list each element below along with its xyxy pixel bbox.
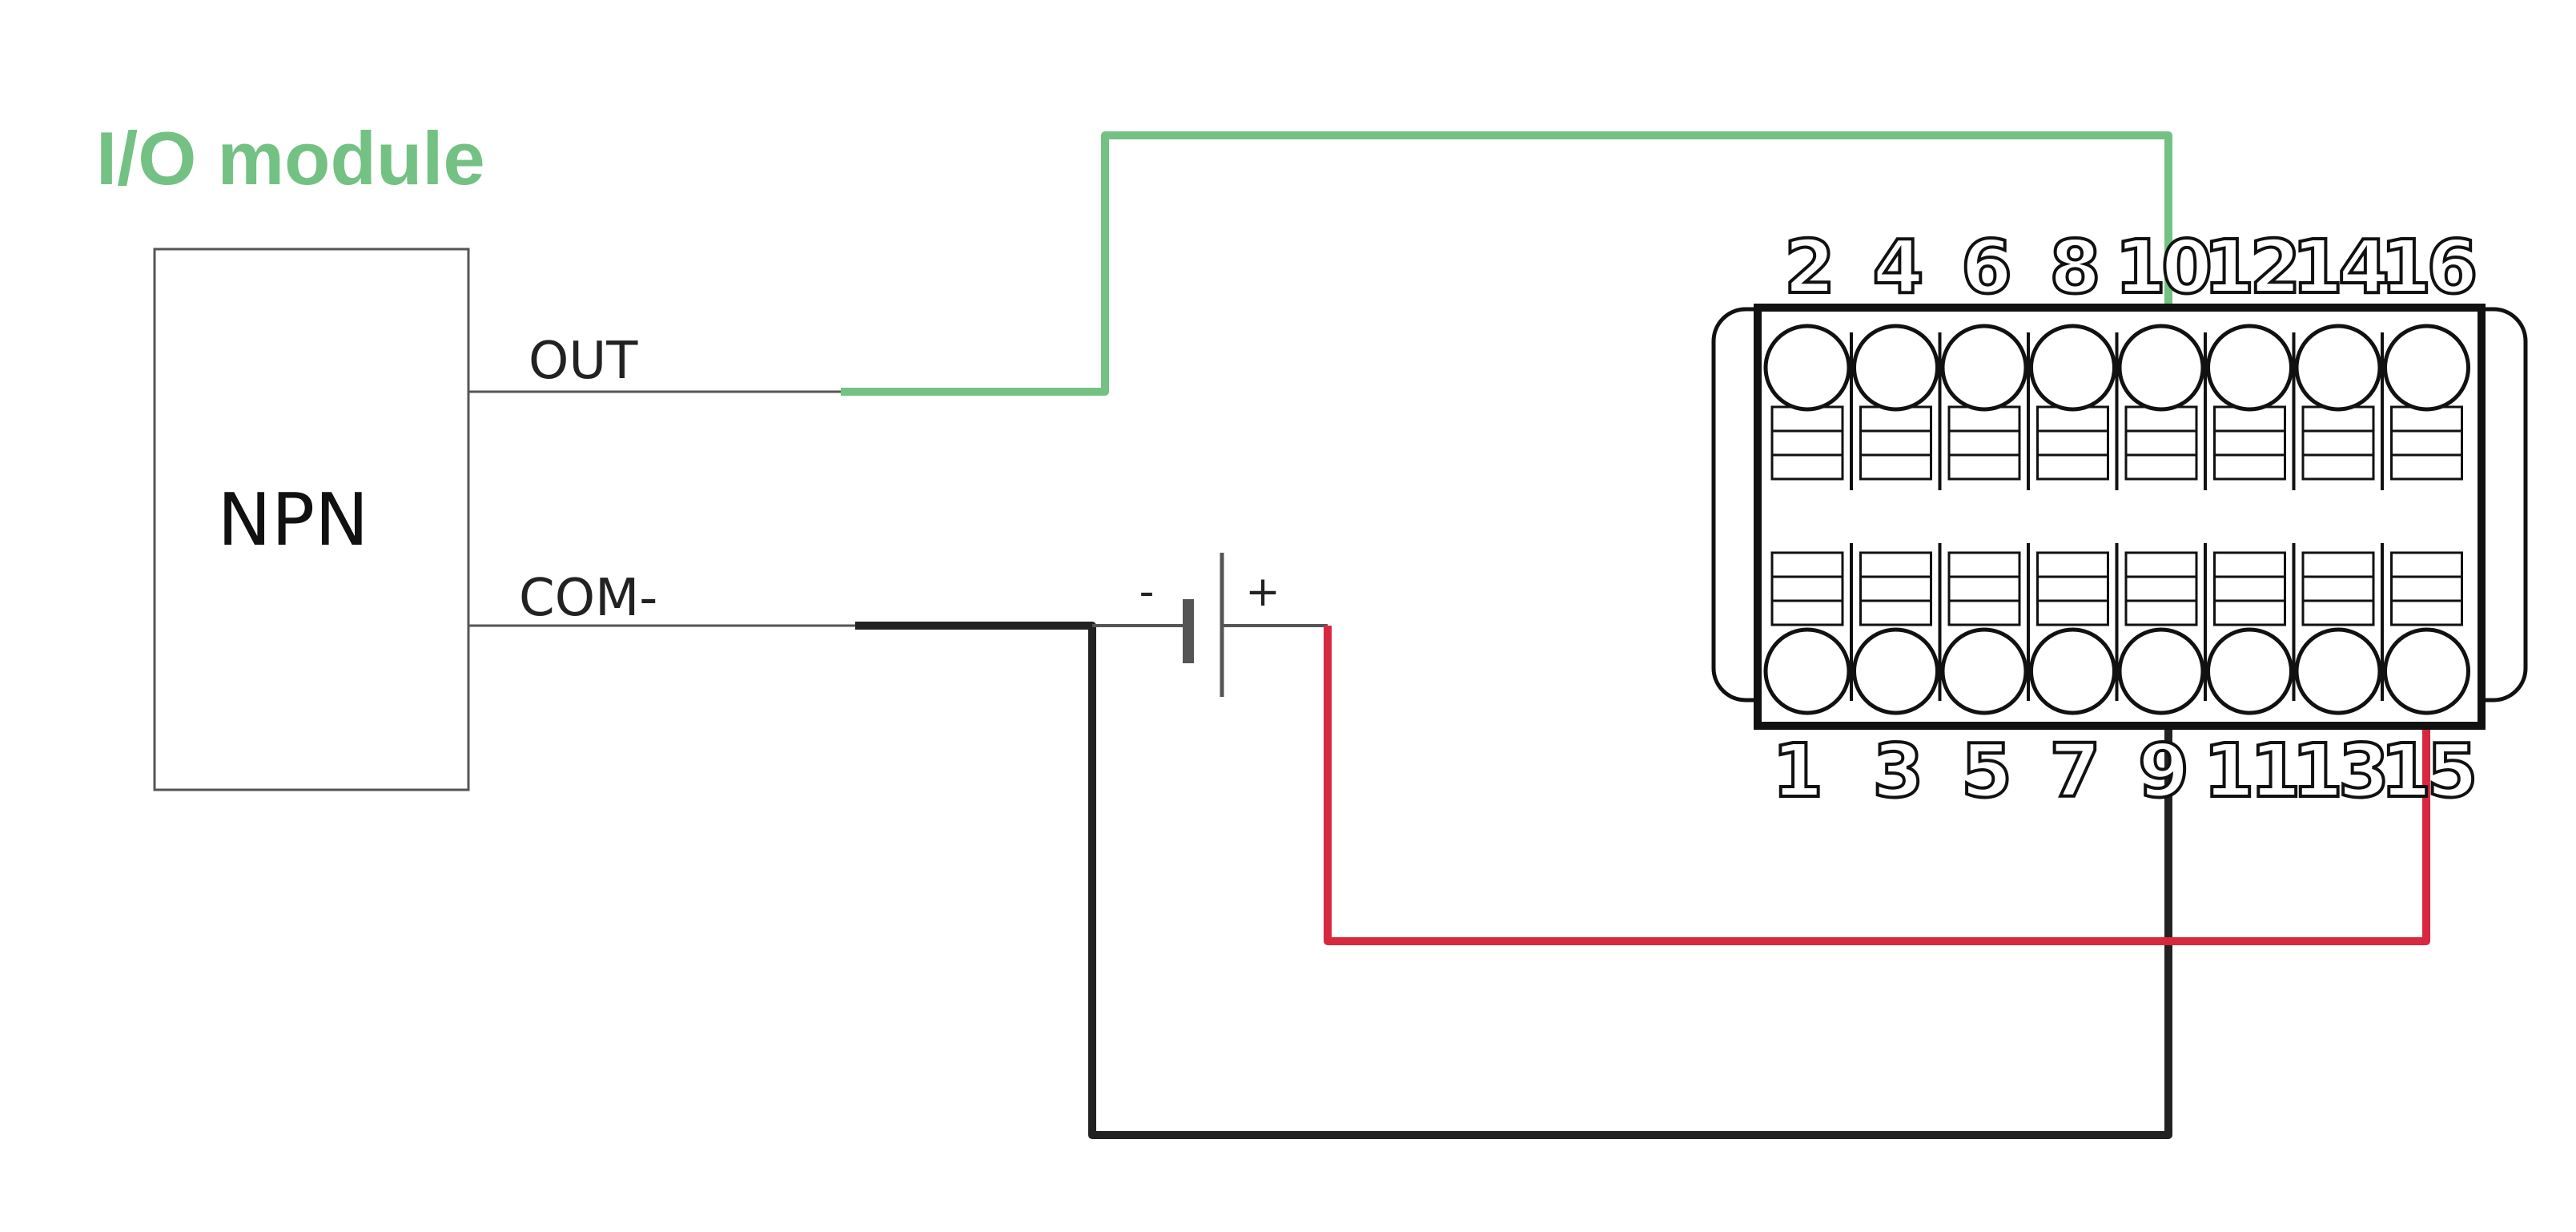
battery-symbol: - + [1092,553,1328,697]
terminal-latch-bottom [2390,551,2463,626]
npn-label: NPN [218,478,369,562]
terminal-screw-bottom [1852,627,1939,715]
terminal-latch-bottom [1947,551,2021,626]
terminal-number-bottom: 7 [2049,728,2096,814]
terminal-number-top: 12 [2203,224,2296,310]
terminal-latch-bottom [2301,551,2375,626]
terminal-number-bottom: 9 [2138,728,2185,814]
diagram-title: I/O module [96,116,485,200]
wire-green-out-to-10 [841,131,2172,396]
terminal-number-top: 2 [1784,224,1831,310]
terminal-screw-bottom [1940,627,2028,715]
terminal-number-bottom: 1 [1772,728,1818,814]
com-label: COM- [519,569,657,628]
wire-red-plus-to-15 [1324,626,2430,945]
terminal-screw-top [2383,324,2470,412]
wire-black-com-to-9 [855,622,2172,1139]
terminal-number-top: 4 [1872,224,1920,310]
terminal-screw-bottom [2029,627,2116,715]
terminal-screw-bottom [2206,627,2293,715]
terminal-block [1711,304,2528,730]
battery-plus-label: + [1245,568,1280,616]
terminal-number-bottom: 3 [1872,728,1919,814]
terminal-screw-top [2206,324,2293,412]
terminal-screw-top [2294,324,2382,412]
terminal-latch-bottom [2124,551,2198,626]
npn-sensor-box [153,248,470,791]
terminal-screw-bottom [1763,627,1851,715]
terminal-screw-bottom [2294,627,2382,715]
terminal-screw-top [1852,324,1939,412]
terminal-screw-bottom [2383,627,2470,715]
terminal-number-bottom: 15 [2380,728,2473,814]
terminal-number-top: 16 [2380,224,2474,310]
out-label: OUT [528,332,638,391]
terminal-latch-bottom [2036,551,2109,626]
terminal-screw-top [2029,324,2116,412]
terminal-number-top: 8 [2049,224,2096,310]
terminal-number-bottom: 5 [1961,728,2007,814]
terminal-latch-bottom [1859,551,1932,626]
terminal-number-top: 14 [2292,224,2386,310]
terminal-screw-bottom [2117,627,2205,715]
terminal-latch-bottom [1770,551,1844,626]
terminal-screw-top [1940,324,2028,412]
terminal-screw-top [2117,324,2205,412]
terminal-number-top: 6 [1961,224,2009,310]
battery-minus-label: - [1139,568,1155,616]
terminal-screw-top [1763,324,1851,412]
terminal-number-bottom: 13 [2292,728,2385,814]
terminal-number-bottom: 11 [2203,728,2296,814]
terminal-latch-bottom [2213,551,2286,626]
terminal-number-top: 10 [2115,224,2209,310]
